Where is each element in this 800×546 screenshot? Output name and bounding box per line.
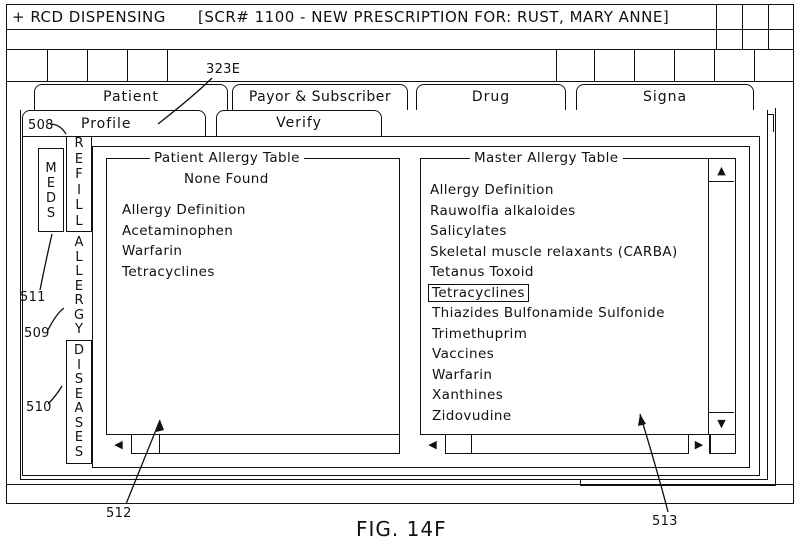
leader-510 (48, 386, 62, 404)
figure-caption: FIG. 14F (356, 517, 447, 541)
leader-509 (48, 308, 64, 330)
leader-513 (640, 414, 668, 512)
leader-512 (126, 420, 160, 504)
leader-323e (158, 78, 212, 124)
leader-511 (40, 234, 52, 290)
leader-508 (50, 124, 66, 134)
arrowhead-513 (638, 414, 646, 426)
